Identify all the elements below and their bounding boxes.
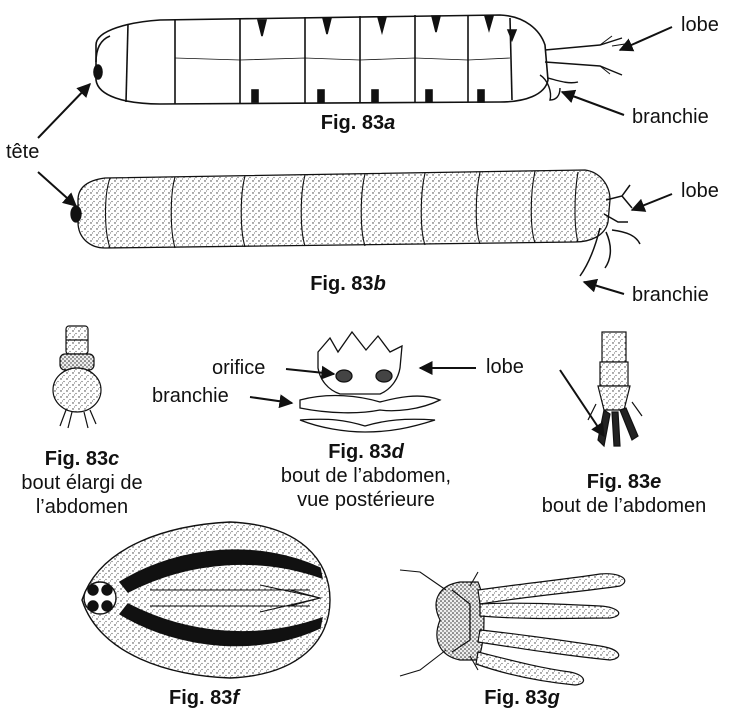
- caption-fig-83c-letter: c: [108, 448, 119, 470]
- caption-fig-83e-letter: e: [650, 471, 661, 493]
- caption-fig-83g: Fig. 83g: [462, 686, 582, 710]
- fig-83e-abdomen-tip: [588, 332, 642, 446]
- arrow-lobe-a: [620, 27, 672, 50]
- caption-fig-83e-line1: bout de l’abdomen: [524, 494, 724, 518]
- fig-83f-larva-ventral: [82, 522, 330, 678]
- label-branchie-d: branchie: [152, 385, 229, 407]
- arrow-tete-a: [38, 84, 90, 138]
- caption-fig-83b-prefix: Fig. 83: [310, 273, 373, 295]
- caption-fig-83f-letter: f: [232, 687, 239, 709]
- label-tete: tête: [6, 141, 39, 163]
- fig-83c-abdomen-tip: [53, 326, 101, 428]
- caption-fig-83c-line2: l’abdomen: [2, 495, 162, 519]
- caption-fig-83f-prefix: Fig. 83: [169, 687, 232, 709]
- label-lobe-a: lobe: [681, 14, 719, 36]
- caption-fig-83a-prefix: Fig. 83: [321, 112, 384, 134]
- caption-fig-83g-prefix: Fig. 83: [484, 687, 547, 709]
- fig-83g-abdomen-tip: [400, 570, 625, 685]
- caption-fig-83c: Fig. 83c: [22, 447, 142, 471]
- caption-fig-83f: Fig. 83f: [144, 686, 264, 710]
- label-branchie-b: branchie: [632, 284, 709, 306]
- arrow-lobe-e: [560, 370, 604, 436]
- arrow-lobe-b: [632, 194, 672, 210]
- label-orifice: orifice: [212, 357, 265, 379]
- caption-fig-83d-letter: d: [392, 441, 404, 463]
- caption-fig-83b: Fig. 83b: [288, 272, 408, 296]
- caption-fig-83c-line1: bout élargi de: [2, 471, 162, 495]
- caption-fig-83c-prefix: Fig. 83: [45, 448, 108, 470]
- caption-fig-83e-prefix: Fig. 83: [587, 471, 650, 493]
- caption-fig-83e: Fig. 83e: [564, 470, 684, 494]
- caption-fig-83b-letter: b: [374, 273, 386, 295]
- caption-fig-83d: Fig. 83d: [306, 440, 426, 464]
- fig-83d-posterior-view: [300, 332, 440, 432]
- arrow-branchie-d: [250, 397, 292, 403]
- caption-fig-83a-letter: a: [384, 112, 395, 134]
- fig-83a-larva: [94, 15, 625, 104]
- label-lobe-b: lobe: [681, 180, 719, 202]
- arrow-tete-b: [38, 172, 76, 206]
- caption-fig-83d-line2: vue postérieure: [266, 488, 466, 512]
- arrow-branchie-a: [562, 92, 624, 115]
- caption-fig-83a: Fig. 83a: [298, 111, 418, 135]
- caption-fig-83d-prefix: Fig. 83: [328, 441, 391, 463]
- caption-fig-83g-letter: g: [548, 687, 560, 709]
- caption-fig-83d-line1: bout de l’abdomen,: [266, 464, 466, 488]
- label-lobe-de: lobe: [486, 356, 524, 378]
- label-branchie-a: branchie: [632, 106, 709, 128]
- fig-83b-larva: [71, 170, 640, 276]
- arrow-branchie-b: [584, 282, 624, 294]
